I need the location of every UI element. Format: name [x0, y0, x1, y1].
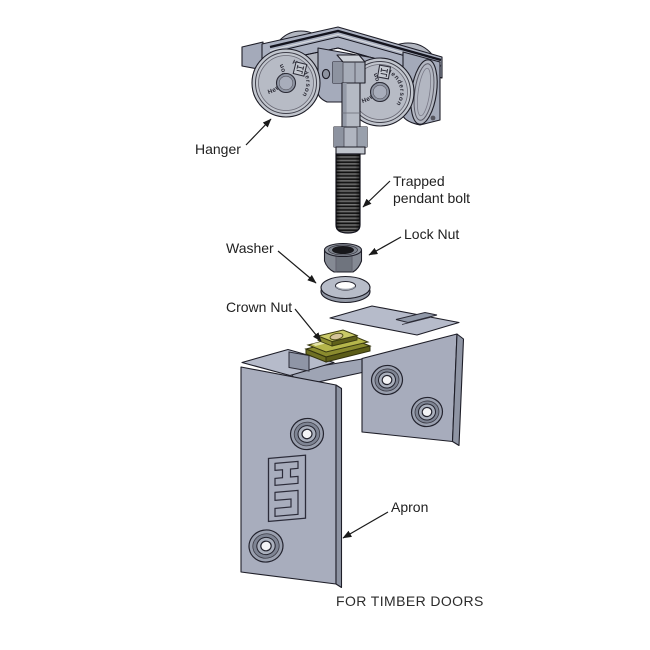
apron-rear-flange — [329, 305, 460, 336]
hanger-wheel-right: Henderson Henderson — [345, 57, 415, 127]
hanger-assembly: Henderson Henderson Henderson Henderson — [241, 26, 443, 234]
wheel-rim-ring — [255, 52, 317, 114]
bolt-collar — [335, 146, 366, 155]
label-apron: Apron — [391, 499, 428, 515]
crown-nut-arrow — [294, 308, 322, 342]
apron-hole — [410, 396, 444, 428]
trapped-pendant-bolt-arrow — [362, 180, 391, 208]
bolt-nut-facet — [357, 127, 367, 147]
label-washer: Washer — [226, 240, 274, 256]
wheel-logo — [376, 64, 392, 80]
apron-hole — [289, 417, 325, 451]
crown-nut-hole — [329, 332, 344, 341]
rail-lip-line — [269, 29, 442, 62]
washer — [320, 275, 371, 304]
bolt-head-facet — [333, 62, 343, 83]
washer-arrow — [277, 250, 317, 284]
wheel-logo — [292, 61, 308, 77]
hanger-wheel-left: Henderson Henderson — [251, 48, 321, 118]
wheel-hub-inner — [372, 84, 388, 100]
label-lock-nut: Lock Nut — [404, 226, 459, 242]
apron-logo — [267, 454, 307, 523]
hanger-arrow — [245, 118, 272, 146]
lock-nut-bore — [332, 246, 354, 254]
pendant-bolt — [332, 54, 368, 234]
apron-t-slot — [395, 311, 438, 324]
caption-for-timber-doors: FOR TIMBER DOORS — [336, 593, 484, 609]
label-hanger: Hanger — [195, 141, 241, 157]
apron-front-edge — [335, 384, 343, 589]
apron — [240, 305, 465, 589]
bolt-nut-facet — [334, 127, 344, 147]
apron-rear-fold — [451, 333, 465, 447]
label-trapped-pendant-bolt-line1: Trapped — [393, 173, 445, 189]
lock-nut — [323, 242, 363, 273]
rivet — [430, 115, 436, 121]
lock-nut-arrow — [368, 236, 402, 256]
apron-hole — [248, 529, 284, 563]
wheel-hub-inner — [278, 75, 294, 91]
apron-slot — [288, 351, 310, 372]
housing-hole — [321, 68, 331, 80]
apron-arrow — [342, 511, 389, 539]
label-trapped-pendant-bolt-line2: pendant bolt — [393, 190, 470, 206]
bolt-shaft-shade — [342, 83, 347, 127]
bolt-threads-shading — [336, 154, 360, 233]
apron-hole — [370, 364, 404, 396]
label-crown-nut: Crown Nut — [226, 299, 292, 315]
crown-nut — [304, 329, 372, 363]
